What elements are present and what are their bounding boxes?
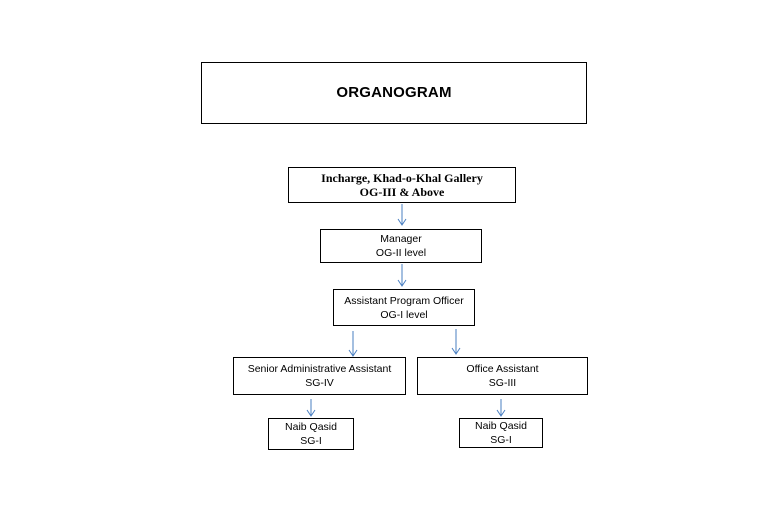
node-office-assistant: Office Assistant SG-III	[417, 357, 588, 395]
node-naib-qasid-right: Naib Qasid SG-I	[459, 418, 543, 448]
node-apo-grade: OG-I level	[380, 308, 428, 321]
connector-apo-saa	[348, 331, 358, 357]
connector-manager-apo	[397, 264, 407, 287]
node-naib1-grade: SG-I	[300, 435, 322, 447]
node-senior-administrative-assistant: Senior Administrative Assistant SG-IV	[233, 357, 406, 395]
node-apo-title: Assistant Program Officer	[344, 294, 464, 307]
node-assistant-program-officer: Assistant Program Officer OG-I level	[333, 289, 475, 326]
node-naib2-title: Naib Qasid	[475, 420, 527, 432]
node-oa-title: Office Assistant	[466, 363, 539, 375]
node-manager-grade: OG-II level	[375, 247, 427, 259]
connector-oa-naib2	[496, 399, 506, 417]
node-manager-title: Manager	[380, 233, 422, 245]
node-incharge: Incharge, Khad-o-Khal Gallery OG-III & A…	[288, 167, 516, 203]
node-saa-grade: SG-IV	[305, 377, 334, 389]
node-oa-grade: SG-III	[488, 377, 517, 389]
node-manager: Manager OG-II level	[320, 229, 482, 263]
node-naib2-grade: SG-I	[490, 434, 512, 446]
connector-saa-naib1	[306, 399, 316, 417]
title-box: ORGANOGRAM	[201, 62, 587, 124]
page-title: ORGANOGRAM	[336, 84, 452, 101]
node-incharge-grade: OG-III & Above	[359, 185, 445, 199]
connector-incharge-manager	[397, 204, 407, 226]
connector-apo-oa	[451, 329, 461, 355]
node-incharge-title: Incharge, Khad-o-Khal Gallery	[321, 171, 483, 185]
node-naib-qasid-left: Naib Qasid SG-I	[268, 418, 354, 450]
node-saa-title: Senior Administrative Assistant	[247, 363, 392, 375]
node-naib1-title: Naib Qasid	[285, 421, 337, 433]
